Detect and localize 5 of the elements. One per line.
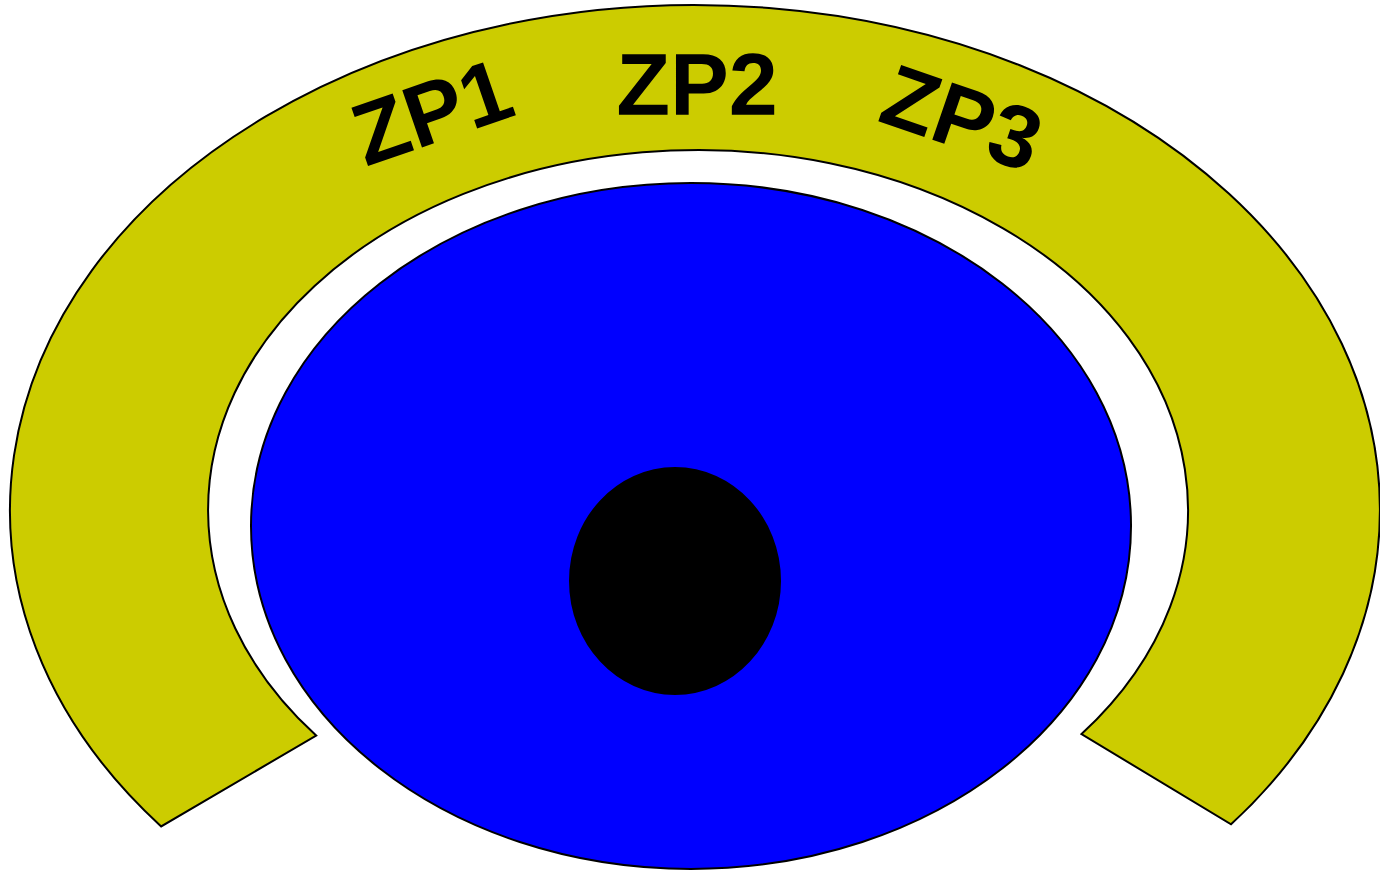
ellipse	[250, 182, 1132, 870]
band-label: ZP1	[351, 62, 516, 167]
band-label: ZP3	[878, 64, 1040, 168]
band-label: ZP2	[618, 53, 775, 115]
ellipse	[569, 467, 781, 695]
